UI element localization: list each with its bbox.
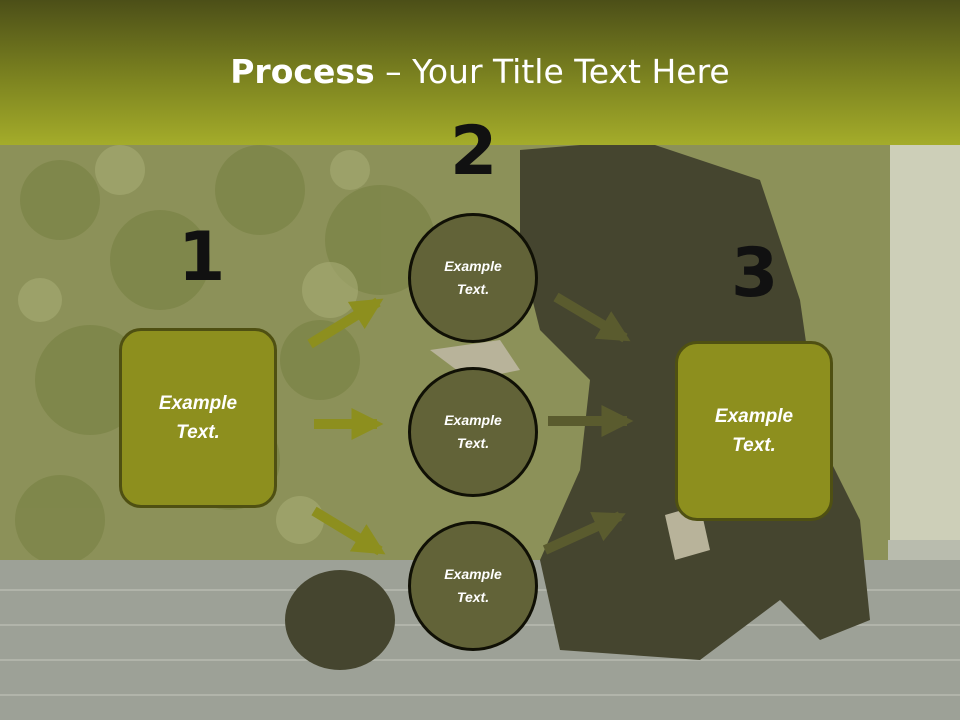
step-3-box: Example Text.	[675, 341, 833, 521]
step-3-text: Example Text.	[714, 406, 794, 456]
arrow-box1-to-circle-top	[307, 297, 384, 349]
step-number-1: 1	[178, 218, 226, 297]
step-2-circle-middle-text: Example Text.	[444, 412, 502, 451]
step-2-circle-top: Example Text.	[408, 213, 538, 343]
step-2-circle-top-text: Example Text.	[444, 258, 502, 297]
title-rest: – Your Title Text Here	[374, 52, 730, 91]
step-number-3: 3	[731, 234, 779, 313]
title-banner	[0, 0, 960, 145]
step-2-circle-middle: Example Text.	[408, 367, 538, 497]
arrow-circle-top-to-box3	[553, 292, 631, 343]
step-2-circle-bottom-text: Example Text.	[444, 566, 502, 605]
step-2-circle-bottom: Example Text.	[408, 521, 538, 651]
slide-title: Process – Your Title Text Here	[0, 52, 960, 91]
step-number-2: 2	[450, 112, 498, 191]
arrow-circle-bottom-to-box3	[542, 511, 626, 555]
step-1-text: Example Text.	[158, 393, 238, 443]
step-1-box: Example Text.	[119, 328, 277, 508]
title-bold-word: Process	[230, 52, 375, 91]
arrow-box1-to-circle-bottom	[311, 506, 386, 556]
